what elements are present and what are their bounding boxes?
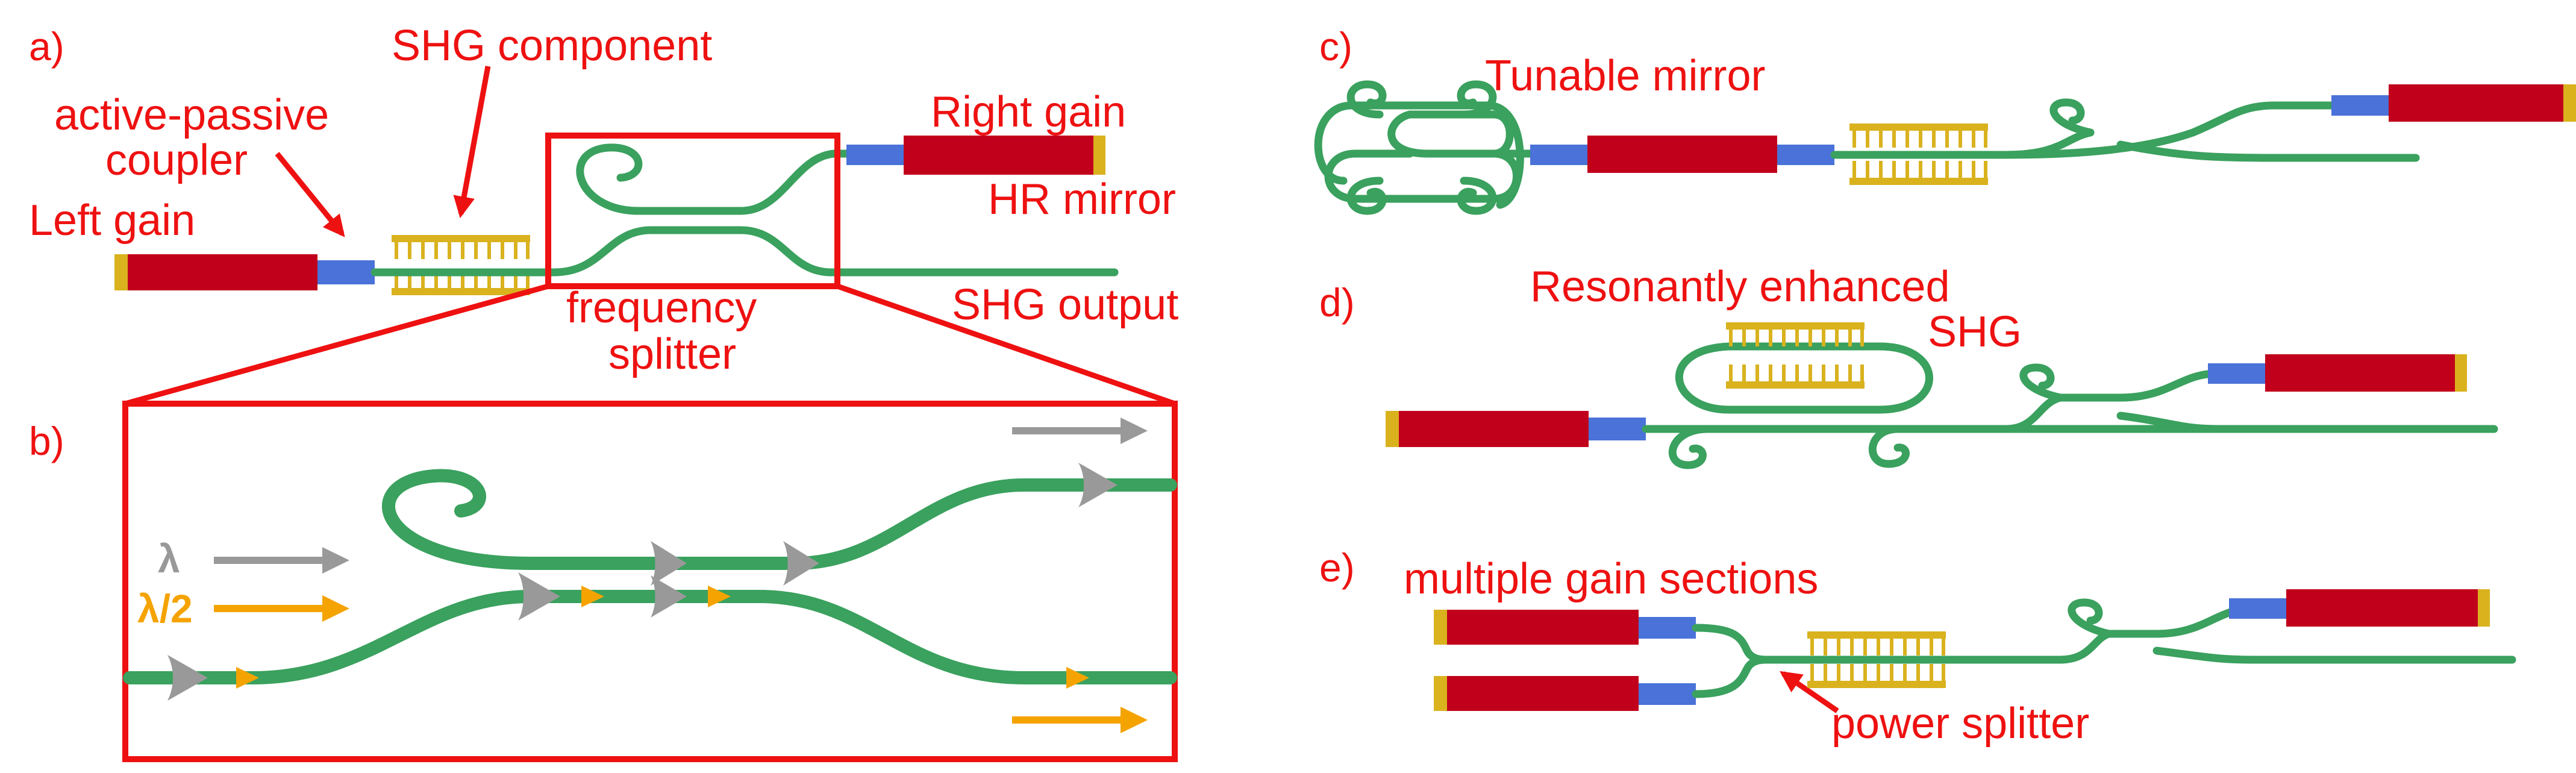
frequency-splitter-box (545, 133, 840, 289)
lambda-label: λ (158, 536, 180, 581)
c-grating-bottom (1849, 161, 1988, 185)
zoom-line-right (836, 283, 1176, 407)
panel-a-label: a) (29, 24, 64, 69)
right-gain-section (904, 136, 1093, 175)
panel-e-label: e) (1319, 545, 1355, 590)
c-right-gain-coupler (2331, 95, 2389, 116)
d-spiral-left (1668, 425, 1712, 469)
waveguide-spiral-b (382, 469, 537, 570)
shg-component-label: SHG component (392, 22, 712, 70)
e-right-hr-mirror (2478, 589, 2490, 627)
waveguide-c-to-gain (2002, 101, 2336, 159)
left-gain-label: Left gain (29, 196, 195, 245)
waveguide-c-output (2116, 140, 2420, 162)
waveguide-output-a (370, 226, 1119, 277)
flow-arrows (214, 418, 1148, 733)
left-hr-mirror (114, 254, 128, 290)
d-spiral-right (1868, 425, 1910, 468)
waveguide-spiral-a (576, 143, 643, 215)
tunable-mirror-label: Tunable mirror (1485, 52, 1765, 100)
power-splitter-arrow (1780, 671, 1839, 713)
e-waveguide-upper (2056, 598, 2113, 664)
d-waveguide-upper (2002, 363, 2065, 433)
right-gain-label: Right gain (931, 88, 1126, 136)
c-left-coupler (1530, 145, 1587, 165)
d-right-hr-mirror (2455, 354, 2467, 392)
hr-mirror-label: HR mirror (988, 175, 1176, 224)
power-splitter-label: power splitter (1831, 699, 2089, 748)
right-hr-mirror (1093, 136, 1105, 175)
e-upper-gain-section (1447, 610, 1639, 645)
shg-component-arrow (453, 66, 491, 219)
grating-top (392, 235, 530, 259)
lambda-half-label: λ/2 (137, 586, 193, 631)
coupler-label-line1: active-passive (54, 91, 329, 139)
d-waveguide-output (2116, 412, 2498, 433)
left-gain-section (128, 254, 317, 290)
e-lower-hr-mirror (1434, 676, 1447, 711)
c-gain-section (1587, 136, 1777, 173)
waveguide-upper-a (634, 149, 851, 215)
d-right-gain-section (2265, 354, 2455, 392)
waveguide-upper-b (524, 478, 1177, 570)
e-lower-gain-section (1447, 676, 1639, 711)
shg-markers (236, 586, 1089, 689)
c-right-gain-section (2389, 84, 2576, 122)
d-right-coupler (2208, 363, 2265, 384)
e-right-gain-section (2286, 589, 2478, 627)
coupler-label-line2: coupler (105, 136, 248, 184)
d-left-hr-mirror (1386, 411, 1399, 447)
panel-b-label: b) (29, 419, 64, 463)
panel-c-label: c) (1319, 24, 1352, 69)
fundamental-markers (167, 463, 1118, 701)
c-right-hr-mirror (2563, 84, 2576, 122)
resonantly-enhanced-label-line1: Resonantly enhanced (1530, 263, 1950, 311)
e-upper-hr-mirror (1434, 610, 1447, 645)
d-grating-bottom (1726, 365, 1865, 389)
e-grating-top (1807, 631, 1946, 656)
e-splitter-lower (1692, 656, 1769, 698)
e-lower-coupler (1639, 683, 1696, 705)
right-coupler (846, 145, 904, 165)
e-grating-bottom (1807, 664, 1946, 688)
panel-d-label: d) (1319, 280, 1355, 325)
resonator-ring-d (1675, 342, 1933, 414)
waveguide-c-upper (1830, 98, 2095, 159)
frequency-splitter-label-line1: frequency (566, 284, 757, 332)
left-coupler (317, 260, 375, 284)
e-waveguide-output (2152, 646, 2516, 664)
tunable-mirror-loops (1314, 80, 1524, 215)
c-right-coupler (1777, 145, 1834, 165)
zoom-line-left (124, 283, 549, 407)
resonantly-enhanced-label-line2: SHG (1928, 308, 2022, 356)
d-left-coupler (1589, 418, 1646, 440)
multiple-gain-sections-label: multiple gain sections (1404, 555, 1818, 603)
c-grating-top (1849, 124, 1988, 148)
e-right-coupler (2229, 598, 2286, 619)
e-upper-coupler (1639, 617, 1696, 639)
d-left-gain-section (1399, 411, 1589, 447)
coupler-arrow (275, 152, 345, 237)
shg-output-label: SHG output (952, 281, 1178, 329)
zoom-box (122, 401, 1178, 762)
frequency-splitter-label-line2: splitter (608, 330, 736, 378)
